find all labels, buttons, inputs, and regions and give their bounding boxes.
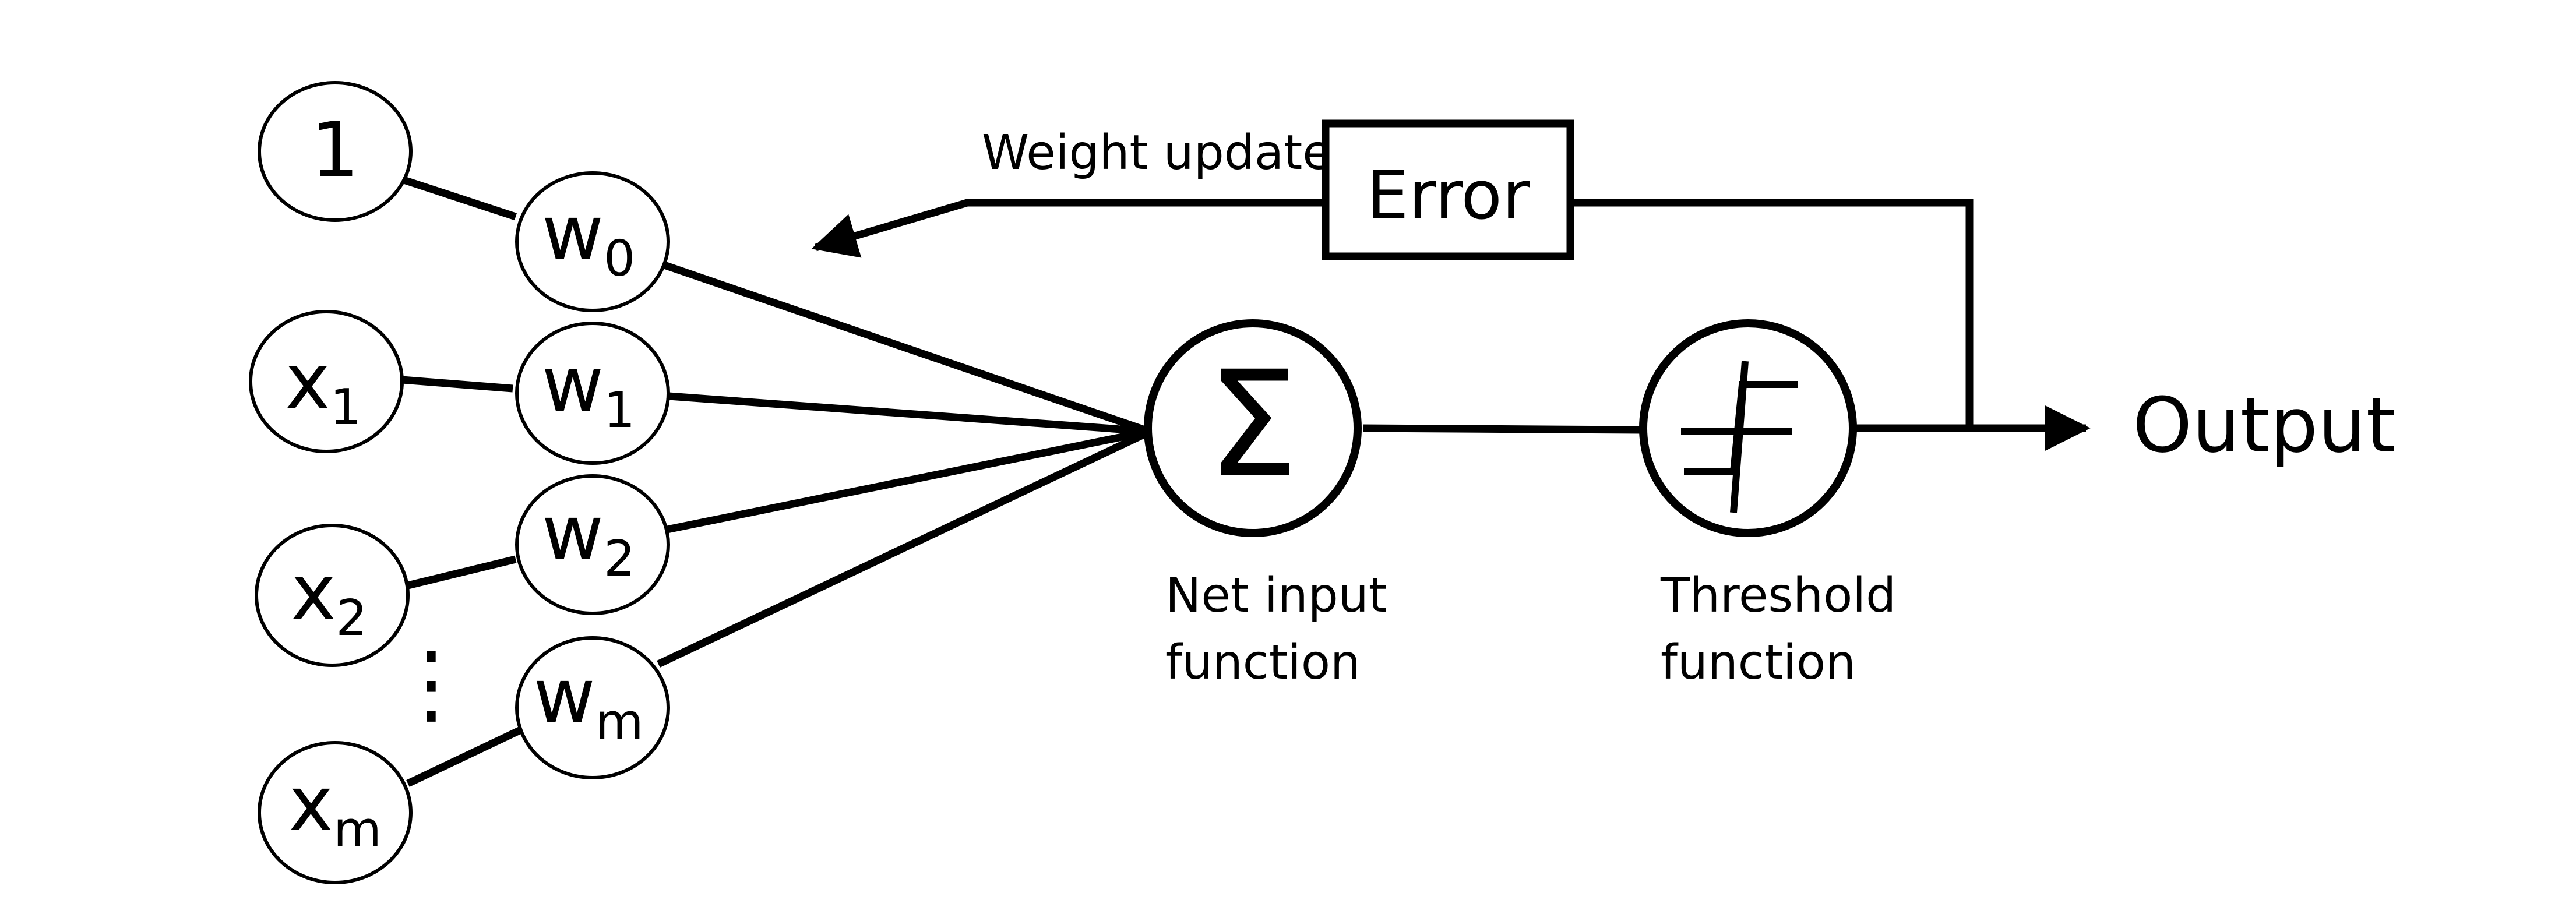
input-node-xm: xm — [258, 741, 413, 884]
ellipsis-dots: ⋮ — [387, 633, 475, 735]
edge-x1-w1 — [401, 376, 513, 393]
weight-update-label: Weight update — [982, 125, 1332, 181]
svg-text:xm: xm — [288, 760, 382, 859]
connections — [400, 175, 2091, 787]
edge-w0-sum — [662, 261, 1147, 434]
net-input-label: Net input function — [1165, 568, 1402, 690]
weight-node-wm: wm — [515, 636, 670, 779]
step-function-icon — [1681, 361, 1798, 513]
sigma-symbol: Σ — [1207, 340, 1299, 509]
edge-wm-sum — [657, 430, 1147, 668]
edge-x2-w2 — [407, 555, 517, 590]
weight-node-w2: w2 — [515, 474, 670, 615]
input-nodes: 1 x1 x2 xm ⋮ — [249, 81, 475, 884]
output-label: Output — [2133, 381, 2396, 470]
svg-text:w1: w1 — [542, 340, 635, 439]
error-box: Error — [1322, 119, 1574, 260]
weight-node-w0: w0 — [515, 171, 670, 312]
input-node-x1: x1 — [249, 310, 404, 453]
svg-text:w2: w2 — [542, 489, 635, 588]
svg-text:x1: x1 — [285, 337, 361, 436]
weight-nodes: w0 w1 w2 wm — [515, 171, 670, 779]
threshold-node — [1639, 319, 1857, 537]
error-label: Error — [1366, 157, 1530, 235]
weight-update-arrow — [811, 199, 1326, 258]
svg-text:w0: w0 — [542, 189, 635, 288]
edge-w2-sum — [663, 428, 1146, 534]
svg-text:wm: wm — [533, 652, 643, 751]
edge-w1-sum — [668, 392, 1146, 435]
input-node-bias: 1 — [258, 81, 413, 222]
edge-xm-wm — [406, 725, 526, 787]
net-input-node: Σ — [1144, 319, 1362, 537]
svg-text:1: 1 — [311, 105, 360, 194]
edge-bias-w0 — [400, 175, 517, 221]
input-node-x2: x2 — [255, 524, 410, 667]
feedback-line — [1570, 199, 1974, 428]
weight-node-w1: w1 — [515, 322, 670, 465]
svg-text:x2: x2 — [291, 548, 367, 647]
edge-sum-threshold — [1363, 424, 1641, 434]
threshold-label: Threshold function — [1660, 568, 1911, 690]
